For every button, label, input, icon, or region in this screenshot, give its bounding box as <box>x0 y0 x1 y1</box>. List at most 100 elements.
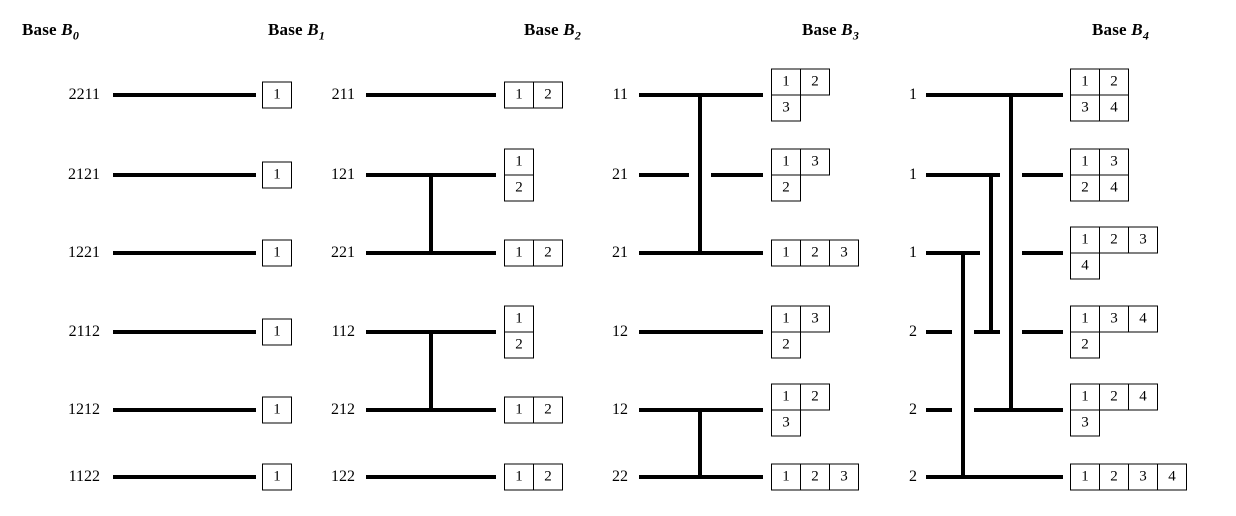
tableau-cell: 3 <box>1070 409 1100 437</box>
tableau-cell: 1 <box>1070 226 1100 254</box>
horizontal-edge <box>113 330 256 334</box>
node-label: 1 <box>909 166 917 183</box>
tableau-cell: 2 <box>533 239 563 267</box>
horizontal-edge <box>1022 173 1063 177</box>
vertical-connector <box>698 93 702 255</box>
horizontal-edge <box>113 408 256 412</box>
tableau-cell: 1 <box>1070 305 1100 333</box>
horizontal-edge <box>926 408 952 412</box>
tableau-cell: 2 <box>1070 174 1100 202</box>
vertical-connector <box>1009 93 1013 412</box>
horizontal-edge <box>113 93 256 97</box>
tableau-row: 1 <box>262 81 292 109</box>
node-label: 1 <box>909 86 917 103</box>
tableau-cell: 2 <box>504 174 534 202</box>
tableau-cell: 2 <box>1099 68 1129 96</box>
node-label: 2121 <box>68 166 100 183</box>
node-label: 2 <box>909 468 917 485</box>
tableau-cell: 3 <box>829 239 859 267</box>
column-header-subscript: 1 <box>318 28 326 43</box>
tableau-row: 2 <box>504 331 534 359</box>
node-label: 212 <box>331 401 355 418</box>
column-header-b1: Base B1 <box>268 20 325 43</box>
tableau-cell: 2 <box>1099 383 1129 411</box>
horizontal-edge <box>113 251 256 255</box>
tableau-cell: 1 <box>771 383 801 411</box>
tableau-cell: 1 <box>504 239 534 267</box>
column-header-subscript: 3 <box>852 28 860 43</box>
tableau-cell: 3 <box>1099 148 1129 176</box>
vertical-connector <box>429 173 433 255</box>
column-header-prefix: Base <box>1092 20 1127 39</box>
tableau-cell: 1 <box>262 463 292 491</box>
tableau-row: 2 <box>771 331 830 359</box>
column-header-variable: B <box>563 20 575 39</box>
tableau-row: 1 <box>262 463 292 491</box>
column-header-prefix: Base <box>524 20 559 39</box>
column-header-variable: B <box>307 20 319 39</box>
tableau-cell: 1 <box>771 305 801 333</box>
tableau-row: 2 <box>771 174 830 202</box>
tableau-row: 3 <box>1070 409 1158 437</box>
tableau-cell: 1 <box>504 305 534 333</box>
tableau-cell: 2 <box>800 239 830 267</box>
node-label: 12 <box>612 323 628 340</box>
tableau-cell: 1 <box>504 396 534 424</box>
young-tableau: 1 <box>262 396 292 424</box>
column-header-subscript: 4 <box>1142 28 1150 43</box>
young-tableau: 1 <box>262 161 292 189</box>
tableau-row: 3 <box>771 409 830 437</box>
tableau-cell: 2 <box>533 81 563 109</box>
tableau-cell: 4 <box>1128 383 1158 411</box>
tableau-row: 2 <box>1070 331 1158 359</box>
tableau-cell: 2 <box>504 331 534 359</box>
tableau-cell: 2 <box>771 174 801 202</box>
column-header-b4: Base B4 <box>1092 20 1149 43</box>
node-label: 2 <box>909 401 917 418</box>
tableau-cell: 2 <box>1099 463 1129 491</box>
column-header-variable: B <box>1131 20 1143 39</box>
tableau-cell: 1 <box>504 148 534 176</box>
column-header-b2: Base B2 <box>524 20 581 43</box>
horizontal-edge <box>366 93 496 97</box>
tableau-row: 1 <box>262 318 292 346</box>
node-label: 122 <box>331 468 355 485</box>
column-header-subscript: 0 <box>72 28 80 43</box>
tableau-cell: 1 <box>771 463 801 491</box>
vertical-connector <box>989 173 993 334</box>
young-tableau: 1 <box>262 318 292 346</box>
young-tableau: 1 <box>262 81 292 109</box>
tableau-row: 3 <box>771 94 830 122</box>
node-label: 21 <box>612 166 628 183</box>
tableau-cell: 1 <box>771 148 801 176</box>
node-label: 2211 <box>68 86 100 103</box>
tableau-cell: 1 <box>504 81 534 109</box>
tableau-row: 1 <box>262 161 292 189</box>
vertical-connector <box>429 330 433 412</box>
node-label: 1 <box>909 244 917 261</box>
horizontal-edge <box>974 408 1063 412</box>
tableau-cell: 4 <box>1099 174 1129 202</box>
tableau-cell: 2 <box>800 463 830 491</box>
tableau-cell: 3 <box>771 409 801 437</box>
node-label: 1122 <box>68 468 100 485</box>
